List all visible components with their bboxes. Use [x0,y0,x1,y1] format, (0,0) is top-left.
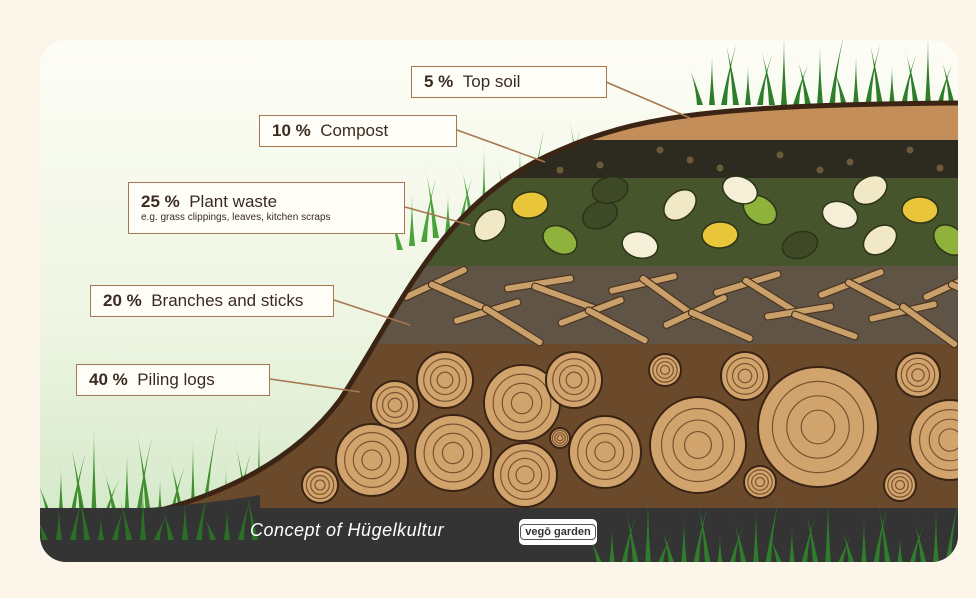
compost-particle [777,152,784,159]
plant-waste-examples: e.g. grass clippings, leaves, kitchen sc… [141,212,392,224]
logs-name: Piling logs [137,370,215,389]
label-logs: 40 % Piling logs [76,364,270,396]
compost-particle [597,162,604,169]
branches-name: Branches and sticks [151,291,303,310]
plant-waste-percent: 25 % [141,192,180,211]
compost-particle [687,157,694,164]
logs-percent: 40 % [89,370,128,389]
ground-strip [40,508,960,562]
compost-particle [717,165,724,172]
label-plant-waste: 25 % Plant waste e.g. grass clippings, l… [128,182,405,234]
label-compost: 10 % Compost [259,115,457,147]
compost-particle [557,167,564,174]
log-end [417,352,473,408]
log-end [758,367,878,487]
top-soil-name: Top soil [463,72,521,91]
branches-percent: 20 % [103,291,142,310]
vego-garden-logo: vegō garden [519,519,597,545]
compost-particle [907,147,914,154]
compost-percent: 10 % [272,121,311,140]
leaf [902,196,939,223]
compost-particle [937,165,944,172]
label-top-soil: 5 % Top soil [411,66,607,98]
plant-waste-name: Plant waste [189,192,277,211]
log-end [721,352,769,400]
log-end [896,353,940,397]
label-branches: 20 % Branches and sticks [90,285,334,317]
logo-text: vegō garden [520,524,595,540]
footer-title: Concept of Hügelkultur [250,520,444,541]
compost-particle [657,147,664,154]
compost-name: Compost [320,121,388,140]
log-end [371,381,419,429]
compost-particle [817,167,824,174]
log-end [649,354,681,386]
compost-particle [847,159,854,166]
log-end [546,352,602,408]
top-soil-percent: 5 % [424,72,453,91]
